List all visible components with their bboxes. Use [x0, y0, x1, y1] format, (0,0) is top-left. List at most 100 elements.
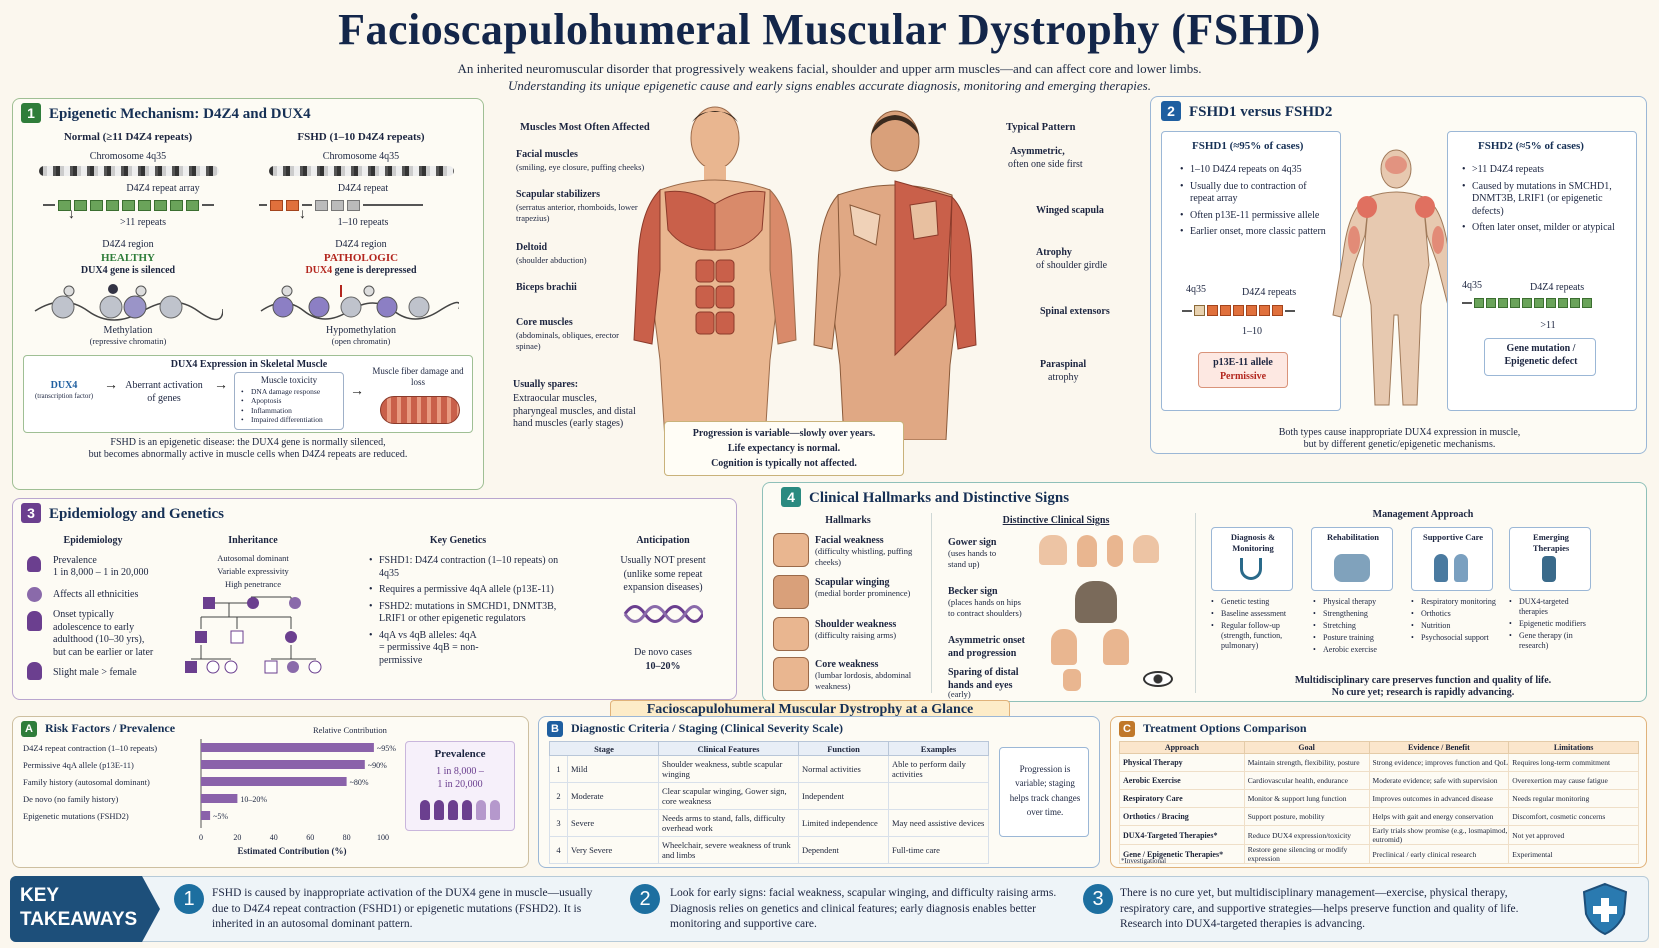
gen-item: FSHD1: D4Z4 contraction (1–10 repeats) o…	[369, 555, 565, 580]
mgmt-item: Stretching	[1313, 621, 1403, 631]
section-3-number: 3	[21, 503, 41, 523]
chart-bar	[201, 760, 365, 769]
table-cell: Able to perform daily activities	[888, 755, 989, 783]
gen-head: Key Genetics	[429, 535, 487, 546]
chart-bar	[201, 794, 238, 803]
inh-l2: Variable expressivity	[217, 566, 289, 576]
table-cell: Independent	[798, 782, 889, 810]
takeaway-number: 2	[630, 884, 660, 914]
table-cell: Preclinical / early clinical research	[1368, 844, 1510, 864]
table-cell: Early trials show promise (e.g., losmapi…	[1368, 825, 1510, 845]
hand-icon	[1063, 669, 1081, 691]
toxicity-box: Muscle toxicity DNA damage response Apop…	[234, 372, 344, 430]
section-1-title: 1 Epigenetic Mechanism: D4Z4 and DUX4	[21, 103, 311, 123]
treatment-table: Approach Goal Evidence / Benefit Limitat…	[1119, 741, 1639, 864]
microscope-icon	[1542, 556, 1556, 582]
pattern-name: Winged scapula	[1036, 205, 1104, 216]
hallmark-desc: (difficulty raising arms)	[815, 630, 897, 640]
table-cell: Discomfort, cosmetic concerns	[1508, 807, 1639, 826]
epi-sex: Slight male > female	[53, 667, 137, 678]
muscle-name: Deltoid	[516, 242, 548, 253]
epi-prev-val: 1 in 8,000 – 1 in 20,000	[53, 567, 149, 578]
pattern-desc: often one side first	[1008, 159, 1083, 170]
mgmt-name: Supportive Care	[1422, 532, 1484, 542]
sign-desc: (places hands on hips to contract should…	[948, 597, 1022, 618]
section-4-number: 4	[781, 487, 801, 507]
section-1-title-text: Epigenetic Mechanism: D4Z4 and DUX4	[49, 106, 311, 122]
prev-val-1: 1 in 8,000 –	[436, 766, 484, 777]
fshd1-item: Often p13E-11 permissive allele	[1180, 210, 1330, 223]
pattern-title: Typical Pattern	[1006, 122, 1076, 133]
section-1-number: 1	[21, 103, 41, 123]
ant-dn: De novo cases	[634, 647, 692, 658]
col-header: Limitations	[1508, 741, 1639, 754]
chart-tick-label: 60	[306, 833, 314, 842]
fshd-chromosome	[269, 166, 454, 176]
expr-dux4: DUX4	[50, 380, 78, 391]
eye-icon	[1143, 671, 1173, 687]
fshd-meth: Hypomethylation	[326, 325, 396, 336]
staging-side-note: Progression is variable; staging helps t…	[999, 747, 1089, 837]
table-cell: Full-time care	[888, 836, 989, 864]
fshd2-list: >11 D4Z4 repeats Caused by mutations in …	[1462, 164, 1624, 239]
normal-gene: DUX4 gene is silenced	[80, 265, 176, 276]
s1-note-1: FSHD is an epigenetic disease: the DUX4 …	[110, 437, 386, 448]
anatomy-front-figure	[633, 106, 797, 440]
table-row: Physical Therapy Maintain strength, flex…	[1119, 753, 1639, 772]
table-cell: Restore gene silencing or modify express…	[1243, 844, 1370, 864]
becker-sign-figure	[1075, 581, 1117, 623]
normal-chromosome	[39, 166, 219, 176]
table-cell: Needs regular monitoring	[1508, 789, 1639, 808]
muscle-desc: (abdominals, obliques, erector spinae)	[516, 330, 619, 351]
section-a-letter: A	[21, 721, 37, 737]
sign-desc: (early)	[948, 689, 971, 699]
normal-region: D4Z4 region	[102, 239, 154, 250]
arms-raised-icon	[773, 617, 809, 651]
fshd2-loc: 4q35	[1462, 280, 1482, 291]
gen-item: 4qA vs 4qB alleles: 4qA = permissive 4qB…	[369, 630, 479, 668]
mgmt-item: Baseline assessment	[1211, 609, 1303, 619]
pattern-name: Atrophy	[1036, 247, 1072, 258]
table-cell: Strong evidence; improves function and Q…	[1368, 753, 1510, 772]
tox-item: DNA damage response	[241, 387, 323, 397]
sign-name: Sparing of distal hands and eyes	[948, 667, 1019, 691]
muscle-name: Scapular stabilizers	[516, 189, 600, 200]
expr-aberrant: Aberrant activation of genes	[125, 380, 203, 404]
therapy-icon	[1334, 554, 1370, 582]
fshd1-card: FSHD1 (≈95% of cases) 1–10 D4Z4 repeats …	[1161, 131, 1341, 411]
table-cell: Wheelchair, severe weakness of trunk and…	[658, 836, 799, 864]
hall-head: Hallmarks	[825, 515, 871, 526]
muscle-name: Core muscles	[516, 317, 573, 328]
asymmetry-figure	[1103, 629, 1129, 665]
ant-l2: (unlike some repeat expansion diseases)	[623, 569, 703, 593]
hallmark-desc: (difficulty whistling, puffing cheeks)	[815, 546, 913, 567]
gen-list: FSHD1: D4Z4 contraction (1–10 repeats) o…	[369, 555, 565, 671]
pattern-name: Paraspinal	[1040, 359, 1087, 370]
fshd1-perm: Permissive	[1219, 371, 1267, 382]
mgmt-name: Rehabilitation	[1327, 532, 1379, 542]
expr-fiber: Muscle fiber damage and loss	[372, 366, 464, 388]
table-row: Orthotics / Bracing Support posture, mob…	[1119, 807, 1639, 826]
chart-tick-label: 100	[377, 833, 389, 842]
ant-head: Anticipation	[636, 535, 690, 546]
section-2-number: 2	[1161, 101, 1181, 121]
epi-head: Epidemiology	[63, 535, 123, 546]
pedigree-chart-icon	[185, 596, 322, 674]
normal-meth-sub: (repressive chromatin)	[89, 336, 167, 346]
chart-category-label: Family history (autosomal dominant)	[23, 777, 150, 787]
table-cell: Overexertion may cause fatigue	[1508, 771, 1639, 790]
mgmt-item: Posture training	[1313, 633, 1403, 643]
table-cell: Severe	[567, 809, 659, 837]
fshd-array: D4Z4 repeat	[337, 183, 389, 194]
risk-factor-chart: D4Z4 repeat contraction (1–10 repeats)~9…	[23, 739, 396, 856]
chart-bar	[201, 777, 347, 786]
mgmt-item: Nutrition	[1411, 621, 1501, 631]
table-row: Gene / Epigenetic Therapies* Restore gen…	[1119, 844, 1639, 864]
fshd2-item: >11 D4Z4 repeats	[1462, 164, 1624, 177]
